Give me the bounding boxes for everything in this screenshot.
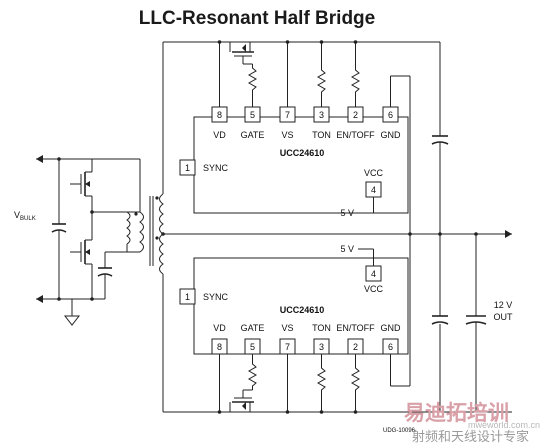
pin-number: 7 [285,342,290,352]
pin-number: 4 [371,185,376,195]
bottom-ic-name: UCC24610 [280,305,325,315]
pin-number: 1 [185,292,190,302]
bottom-sr-body-arrow [242,402,246,410]
pin-label: GATE [241,130,265,140]
rail-arrow-bottom [36,295,43,303]
vbulk-label: VBULK [14,210,36,222]
junction-dot [217,40,222,44]
bottom-gate-resistor-icon [247,354,258,390]
vbulk-main: V [14,210,20,220]
pin-label: SYNC [203,292,229,302]
junction-dot [217,410,222,414]
polarity-dot [155,196,159,200]
transformer-secondary-bottom-icon [159,233,164,275]
pin-number: 1 [185,163,190,173]
ground-icon [63,315,81,326]
pin-number: 5 [250,110,255,120]
watermark: 易迪拓培训 mweworld.com.cn 射频和天线设计专家 [404,401,540,445]
watermark-subtitle: 射频和天线设计专家 [412,429,529,445]
pin-box [179,159,196,176]
pin-label: VCC [364,168,384,178]
top-gate-resistor-icon [247,64,258,107]
polarity-dot [134,212,138,216]
junction-dot [319,410,324,414]
pin-number: 3 [319,342,324,352]
junction-dot [57,157,61,161]
top-ic-pin-4: 3 TON [312,106,331,140]
junction-dot [90,297,94,301]
output-label: OUT [494,312,514,322]
hs-body-arrow [85,181,90,187]
output-arrow [505,230,512,238]
junction-dot [353,40,358,44]
pin-label: VCC [364,284,384,294]
bottom-ton-resistor-icon [316,354,327,412]
pin-label: VS [281,323,293,333]
resonant-inductor-icon [126,211,131,245]
junction-dot [285,40,290,44]
pin-number: 3 [319,110,324,120]
bottom-ic-vcc-pin: 4 VCC [364,265,384,294]
junction-dot [285,410,290,414]
output-voltage-label: 12 V [494,300,513,310]
polarity-dot [155,236,159,240]
watermark-title: 易迪拓培训 [404,401,509,425]
transformer-primary-icon [139,211,144,253]
top-ic-pin-3: 7 VS [279,106,296,140]
pin-label: VD [213,323,226,333]
junction-dot [57,297,61,301]
pin-number: 8 [217,342,222,352]
bottom-toff-resistor-icon [350,354,361,412]
top-toff-resistor-icon [350,42,361,107]
junction-dot [353,410,358,414]
junction-dot [161,232,165,236]
top-ic-vcc-pin: 4 VCC [364,168,384,198]
pin-number: 7 [285,110,290,120]
doc-number: UDG-10096 [383,428,416,434]
diagram-title: LLC-Resonant Half Bridge [139,8,375,29]
top-ic-pin-2: 5 GATE [241,106,265,140]
top-ic-sync-pin: 1 SYNC [179,159,229,176]
pin-number: 8 [217,110,222,120]
top-ic-pin-5: 2 EN/TOFF [336,106,375,140]
top-ic-name: UCC24610 [280,148,325,158]
pin-label: EN/TOFF [336,130,375,140]
bottom-ic-pin-1: 8 VD [211,323,228,355]
pin-number: 2 [353,110,358,120]
ls-body-arrow [85,249,90,255]
bottom-vcc-supply-label: 5 V [340,244,354,254]
transformer-secondary-top-icon [159,193,164,235]
junction-dot [438,232,442,236]
pin-label: SYNC [203,163,229,173]
pin-label: VS [281,130,293,140]
pin-label: EN/TOFF [336,323,375,333]
bottom-ic-pin-6: 6 GND [381,323,402,355]
rail-arrow-top [36,155,43,163]
pin-label: TON [312,323,331,333]
pin-label: GND [381,130,402,140]
pin-number: 2 [353,342,358,352]
bottom-ic-pin-3: 7 VS [279,323,296,355]
pin-number: 4 [371,269,376,279]
watermark-url: mweworld.com.cn [468,420,540,430]
pin-label: VD [213,130,226,140]
top-ton-resistor-icon [316,42,327,107]
bottom-ic-sync-pin: 1 SYNC [179,288,229,305]
pin-number: 6 [388,342,393,352]
pin-number: 6 [388,110,393,120]
pin-label: TON [312,130,331,140]
pin-label: GATE [241,323,265,333]
bottom-cap-plate-curved [431,321,449,325]
pin-box [179,288,196,305]
vbulk-subscript: BULK [20,216,36,222]
top-sr-body-arrow [242,44,246,52]
top-vcc-supply-label: 5 V [340,208,354,218]
bottom-ic-pin-4: 3 TON [312,323,331,355]
junction-dot [319,40,324,44]
pin-number: 5 [250,342,255,352]
pin-label: GND [381,323,402,333]
bottom-ic-pin-5: 2 EN/TOFF [336,323,375,355]
